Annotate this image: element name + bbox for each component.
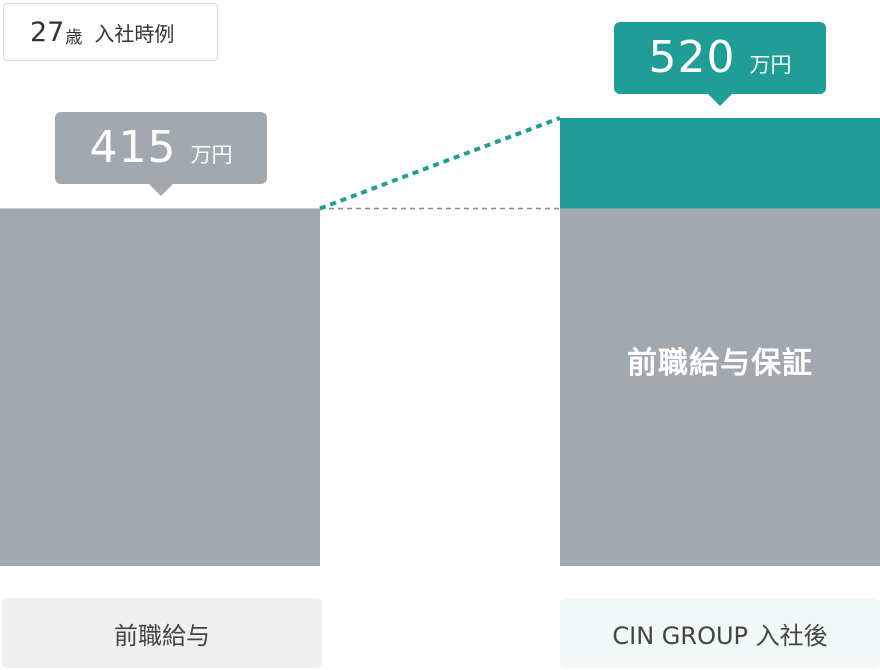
bar-salary-increase (560, 118, 880, 209)
bar-previous-salary (0, 208, 320, 566)
case-label: 入社時例 (94, 21, 175, 46)
growth-dotted-line (319, 116, 561, 211)
value-left: 415 (89, 122, 177, 174)
value-label-right: 520 万円 (614, 22, 826, 106)
category-label-left: 前職給与 (2, 598, 322, 668)
unit-right: 万円 (749, 53, 792, 77)
value-right: 520 (648, 32, 736, 83)
guarantee-label: 前職給与保証 (627, 346, 813, 382)
case-badge: 27 歳 入社時例 (3, 3, 218, 61)
case-age-unit: 歳 (65, 27, 83, 48)
bar-guaranteed-base (560, 208, 880, 566)
value-label-left: 415 万円 (55, 112, 267, 197)
category-label-right: CIN GROUP 入社後 (560, 598, 880, 668)
case-age: 27 (30, 16, 65, 48)
unit-left: 万円 (190, 143, 233, 168)
